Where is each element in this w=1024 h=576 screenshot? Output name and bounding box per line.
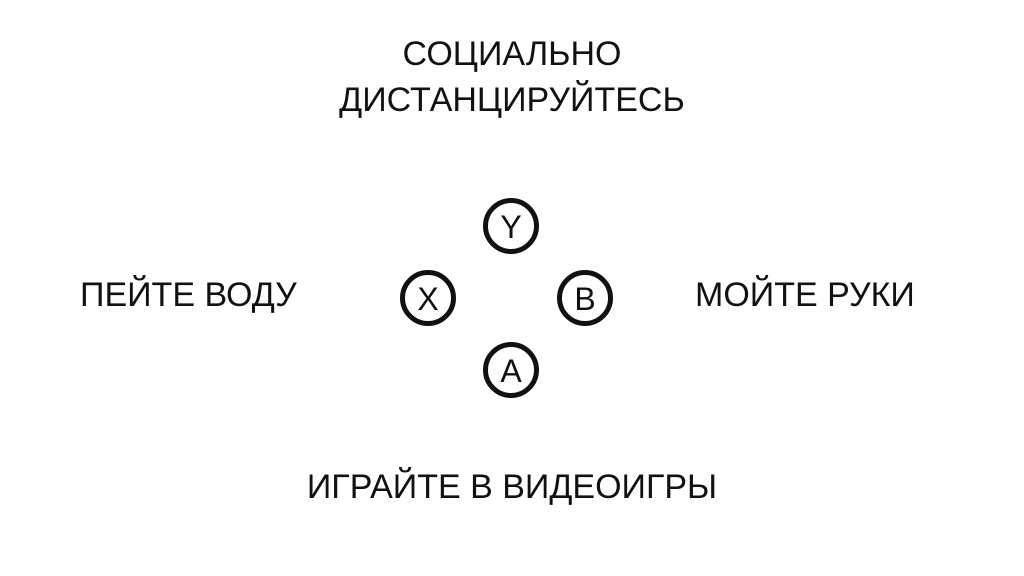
left-caption: ПЕЙТЕ ВОДУ: [80, 276, 297, 314]
top-caption-line-1: СОЦИАЛЬНО: [402, 35, 622, 73]
a-button-letter: A: [500, 353, 522, 389]
right-caption: МОЙТЕ РУКИ: [695, 276, 915, 314]
x-button-icon[interactable]: X: [400, 270, 456, 326]
y-button-icon[interactable]: Y: [483, 198, 539, 254]
x-button-letter: X: [417, 281, 439, 317]
bottom-caption: ИГРАЙТЕ В ВИДЕОИГРЫ: [306, 468, 718, 506]
y-button-letter: Y: [500, 209, 522, 245]
a-button-icon[interactable]: A: [483, 342, 539, 398]
top-caption-line-2: ДИСТАНЦИРУЙТЕСЬ: [339, 81, 685, 119]
b-button-letter: B: [574, 281, 596, 317]
b-button-icon[interactable]: B: [557, 270, 613, 326]
